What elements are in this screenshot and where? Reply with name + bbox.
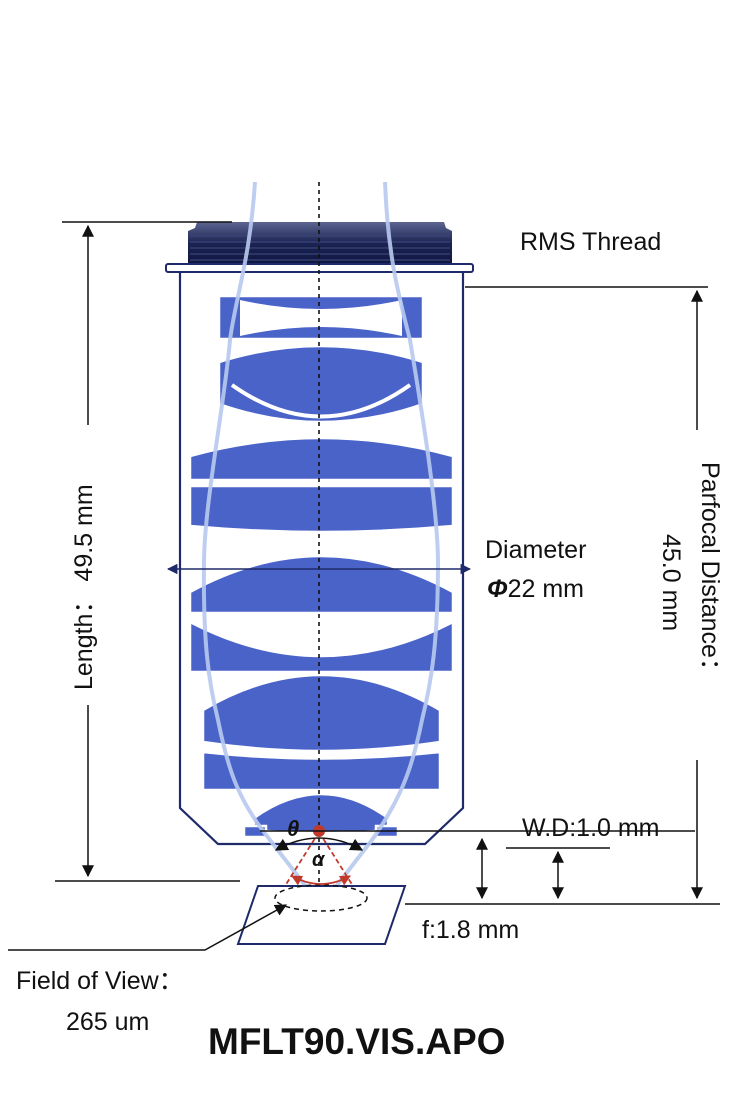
diameter-label: Diameter bbox=[485, 536, 586, 564]
model-name: MFLT90.VIS.APO bbox=[208, 1021, 505, 1062]
rms-thread bbox=[188, 222, 452, 265]
diameter-value: Φ22 mm bbox=[487, 575, 584, 603]
working-distance-label: W.D:1.0 mm bbox=[522, 814, 660, 842]
focal-length-label: f:1.8 mm bbox=[422, 916, 519, 944]
length-dimension bbox=[55, 221, 240, 882]
theta-symbol: θ bbox=[287, 816, 299, 841]
fov-label-line1: Field of View： bbox=[16, 967, 184, 995]
length-label: Length： 49.5 mm bbox=[70, 484, 98, 690]
diameter-symbol: Φ bbox=[487, 575, 508, 603]
working-distance-dimension bbox=[260, 830, 695, 900]
light-rays bbox=[201, 181, 441, 908]
diameter-number: 22 mm bbox=[508, 575, 584, 603]
rms-thread-label: RMS Thread bbox=[520, 228, 661, 256]
alpha-symbol: α bbox=[312, 849, 326, 871]
fov-leader bbox=[8, 904, 288, 951]
parfocal-label-line2: 45.0 mm bbox=[657, 534, 685, 631]
sample-plane bbox=[236, 884, 407, 945]
parfocal-label-line1: Parfocal Distance： bbox=[696, 462, 724, 683]
parfocal-dimension bbox=[405, 286, 720, 905]
fov-label-line2: 265 um bbox=[66, 1008, 149, 1036]
